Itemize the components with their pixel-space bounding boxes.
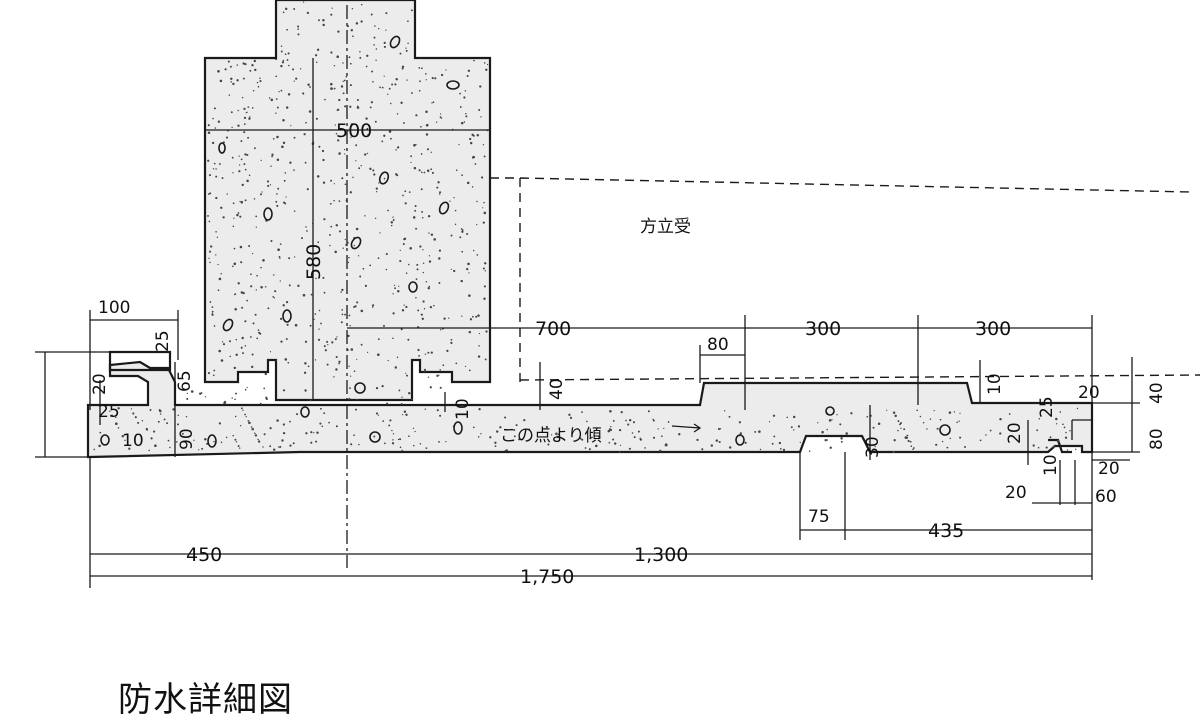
dim-10-center: 10 <box>453 398 473 420</box>
dim-10-right: 10 <box>985 373 1005 395</box>
label-mullion-receiver: 方立受 <box>640 217 691 237</box>
left-curb <box>108 350 172 372</box>
dim-20-bottom: 20 <box>1005 483 1027 503</box>
dim-80-step: 80 <box>707 335 729 355</box>
dim-25-top: 25 <box>153 330 173 352</box>
aggregate-pebbles <box>100 35 951 448</box>
dim-300-a: 300 <box>805 318 841 340</box>
dim-60: 60 <box>1095 487 1117 507</box>
drawing-caption: 防水詳細図 <box>118 680 293 720</box>
dim-435: 435 <box>928 520 964 542</box>
dim-40-center: 40 <box>547 378 567 400</box>
dim-450: 450 <box>186 544 222 566</box>
dim-1750: 1,750 <box>520 566 574 588</box>
dim-300-b: 300 <box>975 318 1011 340</box>
dim-65: 65 <box>175 370 195 392</box>
dim-20-left: 20 <box>90 373 110 395</box>
dim-40-right: 40 <box>1147 382 1167 404</box>
dim-1300: 1,300 <box>634 544 688 566</box>
dim-75: 75 <box>808 507 830 527</box>
dim-500: 500 <box>336 120 372 142</box>
dim-100: 100 <box>98 298 130 318</box>
dim-10-right-low: 10 <box>1041 454 1061 476</box>
dimension-lines <box>35 58 1140 588</box>
dim-80-right: 80 <box>1147 428 1167 450</box>
concrete-texture <box>93 1 1079 454</box>
dim-700: 700 <box>535 318 571 340</box>
floor-slab <box>86 360 1094 459</box>
mullion-outline <box>490 177 1200 382</box>
dim-20-right-mid: 20 <box>1005 422 1025 444</box>
dim-20-right-top: 20 <box>1078 383 1100 403</box>
dim-25-right: 25 <box>1037 396 1057 418</box>
label-slope-start: この点より傾 <box>500 426 602 446</box>
dim-25-left: 25 <box>98 402 120 422</box>
slope-arrow <box>671 423 702 433</box>
dim-90: 90 <box>177 428 197 450</box>
dim-10-left: 10 <box>122 431 144 451</box>
dim-20-right-low: 20 <box>1098 459 1120 479</box>
dim-30: 30 <box>863 436 883 458</box>
dim-580: 580 <box>303 244 325 280</box>
right-groove <box>1048 438 1072 454</box>
